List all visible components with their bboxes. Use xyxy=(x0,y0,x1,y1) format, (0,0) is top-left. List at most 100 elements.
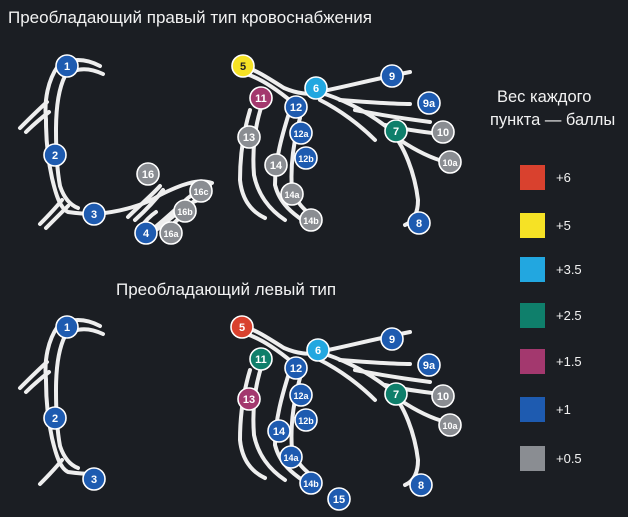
segment-circle xyxy=(431,120,455,144)
segment-circle xyxy=(267,419,291,443)
segment-label: 3 xyxy=(91,209,97,221)
legend-swatch xyxy=(520,446,545,471)
segment-circle xyxy=(189,179,213,203)
segment-marker: 10 xyxy=(431,384,455,408)
segment-label: 10a xyxy=(442,158,458,168)
segment-marker: 9a xyxy=(417,353,441,377)
segment-circle xyxy=(82,467,106,491)
segment-label: 9 xyxy=(389,334,395,346)
segment-marker: 12b xyxy=(294,146,318,170)
segment-circle xyxy=(284,95,308,119)
segment-circle xyxy=(43,406,67,430)
segment-label: 9 xyxy=(389,71,395,83)
diag-branch xyxy=(318,358,377,402)
segment-marker: 14 xyxy=(267,419,291,443)
segment-circle xyxy=(438,150,462,174)
segment-circle xyxy=(159,221,183,245)
segment-circle xyxy=(264,153,288,177)
segment-marker: 14b xyxy=(299,471,323,495)
segment-marker: 14 xyxy=(264,153,288,177)
segment-label: 2 xyxy=(52,413,58,425)
segment-marker: 13 xyxy=(237,125,261,149)
segment-label: 11 xyxy=(255,354,267,366)
legend-swatch xyxy=(520,213,545,238)
rca-pl-branch-4 xyxy=(126,184,162,219)
segment-circle xyxy=(237,125,261,149)
segment-marker: 1 xyxy=(55,54,79,78)
segment-circle xyxy=(380,64,404,88)
segment-circle xyxy=(417,91,441,115)
lad-inner xyxy=(273,368,307,484)
rca-main-vessel-inner xyxy=(54,327,105,470)
segment-marker: 12b xyxy=(294,408,318,432)
legend-swatch xyxy=(520,303,545,328)
segment-circle xyxy=(306,338,330,362)
segment-label: 9a xyxy=(423,98,436,110)
segment-label: 13 xyxy=(243,394,255,406)
segment-label: 8 xyxy=(416,218,422,230)
segment-marker: 12 xyxy=(284,95,308,119)
segment-marker: 13 xyxy=(237,387,261,411)
segment-label: 12a xyxy=(293,129,309,139)
segment-marker: 16c xyxy=(189,179,213,203)
segment-marker: 16 xyxy=(136,162,160,186)
legend-title-line-1: Вес каждого xyxy=(497,88,592,106)
segment-circle xyxy=(231,54,255,78)
segment-label: 14 xyxy=(270,160,283,172)
segment-label: 5 xyxy=(240,61,246,73)
segment-circle xyxy=(249,86,273,110)
diag-upper-2 xyxy=(353,368,432,384)
segment-circle xyxy=(299,208,323,232)
rca-branch-upper xyxy=(18,100,49,130)
segment-label: 14a xyxy=(284,190,300,200)
vessel-paths xyxy=(18,58,448,487)
segment-label: 1 xyxy=(64,322,70,334)
segment-label: 16b xyxy=(177,207,193,217)
legend-label: +5 xyxy=(556,218,571,233)
segment-marker: 3 xyxy=(82,202,106,226)
segment-label: 3 xyxy=(91,474,97,486)
segment-label: 12b xyxy=(298,154,314,164)
segment-label: 1 xyxy=(64,61,70,73)
segment-circle xyxy=(294,408,318,432)
segment-marker: 1 xyxy=(55,315,79,339)
segment-label: 4 xyxy=(143,228,150,240)
segment-circle xyxy=(431,384,455,408)
segment-label: 11 xyxy=(255,93,267,105)
segment-marker: 10a xyxy=(438,413,462,437)
diag-upper-2 xyxy=(353,108,432,124)
segment-label: 7 xyxy=(393,389,399,401)
segment-marker: 8 xyxy=(409,473,433,497)
segment-marker: 12a xyxy=(289,383,313,407)
segment-circle xyxy=(249,347,273,371)
segment-label: 12b xyxy=(298,416,314,426)
segment-marker: 11 xyxy=(249,86,273,110)
legend-swatch xyxy=(520,257,545,282)
legend-swatch xyxy=(520,397,545,422)
segment-label: 9a xyxy=(423,360,436,372)
segment-circle xyxy=(304,76,328,100)
segment-circle xyxy=(294,146,318,170)
rca-main-vessel xyxy=(43,58,102,216)
rca-branch-upper-2 xyxy=(24,370,51,394)
legend-label: +0.5 xyxy=(556,451,582,466)
segment-circle xyxy=(409,473,433,497)
segment-label: 16 xyxy=(142,169,154,181)
segment-marker: 14a xyxy=(279,445,303,469)
segment-circle xyxy=(327,487,351,511)
segment-label: 12 xyxy=(290,363,302,375)
segment-marker: 10 xyxy=(431,120,455,144)
segment-circle xyxy=(43,143,67,167)
segment-label: 14 xyxy=(273,426,286,438)
segment-label: 13 xyxy=(243,132,255,144)
segment-marker: 7 xyxy=(384,382,408,406)
segment-circle xyxy=(384,119,408,143)
segment-circle xyxy=(284,356,308,380)
lad-left-border-2 xyxy=(251,103,287,222)
segment-circle xyxy=(280,182,304,206)
segment-circle xyxy=(299,471,323,495)
segment-label: 10a xyxy=(442,421,458,431)
segment-label: 14a xyxy=(283,453,299,463)
